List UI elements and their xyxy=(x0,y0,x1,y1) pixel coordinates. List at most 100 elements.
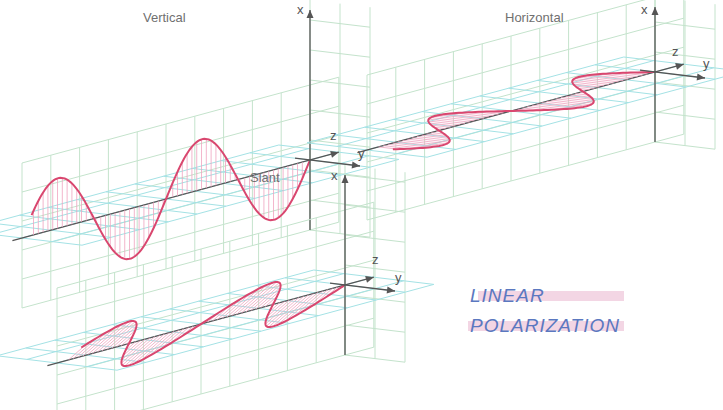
grid-line xyxy=(367,0,684,75)
field-vector xyxy=(149,330,179,356)
field-vector xyxy=(67,180,68,226)
field-vector xyxy=(76,189,77,223)
panel-title: Slant xyxy=(250,170,280,185)
grid-line xyxy=(0,149,309,235)
field-vector xyxy=(81,196,82,222)
grid-line xyxy=(310,0,311,230)
diagram-title: LINEAR POLARIZATION xyxy=(470,281,626,341)
wave-panel xyxy=(0,0,399,308)
grid-line xyxy=(539,28,540,173)
field-vector xyxy=(561,97,594,101)
grid-line xyxy=(568,20,569,165)
e-field-wave xyxy=(81,282,344,366)
grid-line xyxy=(316,218,317,363)
field-vector xyxy=(292,165,293,199)
arrow-head xyxy=(342,175,349,183)
field-vector xyxy=(182,162,183,195)
grid-line xyxy=(367,18,684,104)
x-axis xyxy=(654,7,655,142)
grid-line xyxy=(655,142,715,149)
grid-line xyxy=(201,249,202,394)
grid-line xyxy=(655,82,715,89)
grid-line xyxy=(22,106,339,192)
field-vector xyxy=(110,214,111,247)
z-axis xyxy=(357,64,683,152)
grid-line xyxy=(22,77,339,163)
axis-label: x xyxy=(641,2,648,17)
grid-line xyxy=(367,134,684,220)
field-vector xyxy=(215,144,216,185)
grid-line xyxy=(367,75,368,220)
axis-label: y xyxy=(395,270,402,285)
grid-line xyxy=(27,274,344,360)
grid-line xyxy=(345,295,405,302)
field-vector xyxy=(220,150,221,184)
e-field-wave xyxy=(393,72,654,149)
grid-line xyxy=(511,36,512,181)
grid-line xyxy=(143,265,144,410)
grid-line xyxy=(0,270,314,356)
field-vector xyxy=(124,210,125,259)
field-vector xyxy=(83,327,116,356)
grid-line xyxy=(22,193,339,279)
arrow-head xyxy=(697,74,705,81)
grid-line xyxy=(22,163,23,308)
field-vector xyxy=(417,136,450,140)
field-vector xyxy=(71,183,72,224)
grid-line xyxy=(340,4,341,234)
field-vector xyxy=(143,205,144,246)
field-vector xyxy=(211,141,212,187)
grid-line xyxy=(307,57,624,143)
arrow-head xyxy=(330,151,339,158)
field-vector xyxy=(293,291,323,317)
field-vector xyxy=(47,186,48,231)
axis-label: x xyxy=(331,168,338,183)
grid-line xyxy=(405,172,406,362)
grid-line xyxy=(22,222,339,308)
axis-label: z xyxy=(372,252,379,267)
field-vector xyxy=(115,213,116,253)
grid-line xyxy=(223,108,224,253)
grid-line xyxy=(345,325,405,332)
axis-label: x xyxy=(297,2,304,17)
grid-line xyxy=(338,77,339,222)
panel-title: Horizontal xyxy=(505,10,564,25)
field-vector xyxy=(285,292,318,321)
field-vector xyxy=(196,142,197,191)
grid-line xyxy=(345,205,405,212)
wave-panel xyxy=(307,0,723,220)
arrow-head xyxy=(387,287,395,294)
x-axis xyxy=(309,10,310,230)
field-vector xyxy=(572,82,604,86)
grid-line xyxy=(79,147,80,292)
grid-line xyxy=(367,47,684,133)
grid-line xyxy=(57,288,58,410)
grid-line xyxy=(424,59,425,204)
field-vector xyxy=(297,163,298,189)
field-vector xyxy=(105,215,106,239)
z-axis xyxy=(12,152,338,240)
field-vector xyxy=(62,178,63,227)
field-vector xyxy=(129,209,130,259)
grid-line xyxy=(345,175,405,182)
field-vector xyxy=(33,211,34,235)
grid-line xyxy=(50,155,51,300)
grid-line xyxy=(310,50,370,57)
grid-line xyxy=(345,355,405,362)
field-vector xyxy=(119,211,120,256)
grid-line xyxy=(655,0,656,142)
x-axis xyxy=(344,175,345,355)
field-vector xyxy=(191,147,192,192)
field-vector xyxy=(134,208,135,257)
grid-line xyxy=(310,20,370,27)
arrow-head xyxy=(352,162,360,169)
field-vector xyxy=(187,153,188,193)
grid-line xyxy=(57,318,374,404)
axis-label: z xyxy=(330,128,337,143)
arrow-head xyxy=(675,63,684,70)
arrow-head xyxy=(652,7,659,15)
field-vector xyxy=(283,167,284,213)
field-vector xyxy=(249,176,250,200)
